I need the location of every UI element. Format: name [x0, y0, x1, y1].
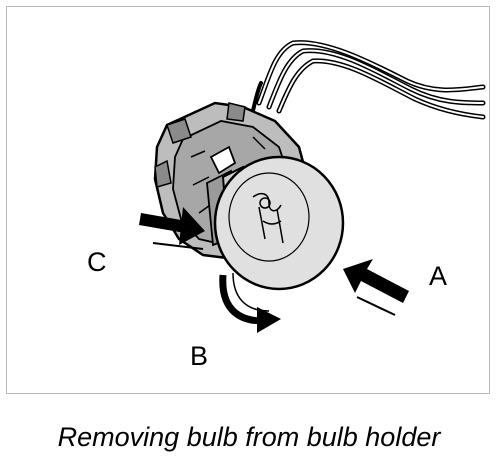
holder-lug-2 — [154, 159, 172, 188]
bulb-filament — [252, 192, 284, 244]
arrow-c-shaft — [139, 213, 187, 233]
arrow-a — [343, 259, 409, 316]
wire-1 — [256, 40, 486, 106]
arrow-b-head — [257, 307, 281, 333]
arrow-c-base — [152, 242, 204, 250]
callout-c: C — [87, 247, 107, 277]
arrow-c — [139, 207, 205, 250]
callout-b: B — [190, 341, 209, 371]
holder-lug-1 — [166, 118, 192, 144]
bulb-holder-illustration — [139, 40, 486, 333]
bulb — [213, 155, 345, 291]
bulb-tip — [259, 197, 271, 209]
figure-caption: Removing bulb from bulb holder — [57, 422, 441, 452]
wires-inner — [258, 41, 484, 118]
holder-lug-3 — [226, 102, 246, 122]
holder-detail — [190, 136, 266, 214]
arrow-b-curve — [219, 274, 264, 325]
arrow-b-outline — [232, 272, 270, 312]
bulb-highlight — [228, 172, 310, 262]
figure-frame: C A B — [6, 6, 490, 394]
arrow-a-shape — [343, 259, 409, 303]
arrow-a-tail — [356, 296, 396, 316]
holder-clip — [209, 145, 237, 175]
callout-a: A — [429, 261, 448, 291]
arrow-c-head — [179, 207, 205, 245]
wires — [249, 40, 486, 121]
arrow-b — [219, 272, 281, 333]
